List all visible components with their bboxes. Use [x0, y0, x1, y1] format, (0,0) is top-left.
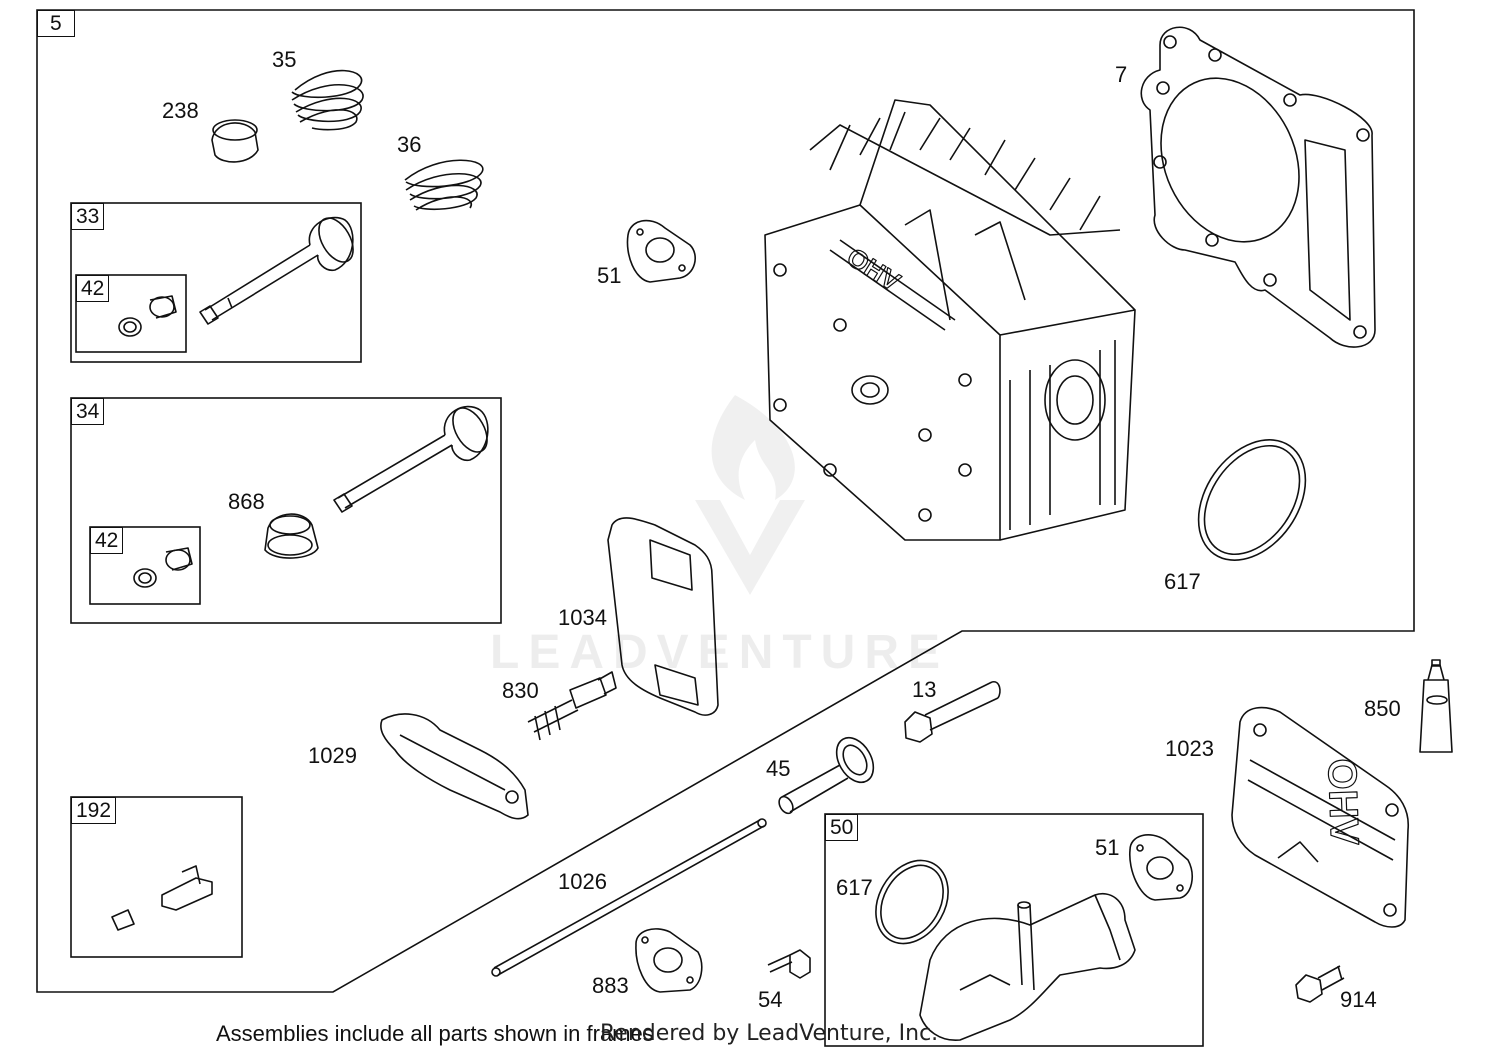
frame-label-42a: 42	[76, 275, 110, 302]
frame-label-50: 50	[825, 814, 859, 841]
frame-label-192: 192	[71, 797, 117, 824]
part-1029-rocker	[380, 713, 529, 820]
part-7-gasket	[1140, 26, 1376, 348]
callout-883: 883	[592, 973, 629, 998]
part-1026-pushrod	[491, 818, 767, 977]
part-35-spring	[291, 69, 364, 131]
callout-13: 13	[912, 677, 937, 702]
callout-850: 850	[1364, 696, 1401, 721]
part-51-gasket-b	[1129, 834, 1193, 901]
callout-51-bottom: 51	[1095, 835, 1120, 860]
part-914-bolt	[1295, 965, 1345, 1003]
part-cylinder-head: OHV	[764, 99, 1136, 541]
callout-7: 7	[1115, 62, 1128, 87]
callout-35: 35	[272, 47, 297, 72]
watermark-text: LEADVENTURE	[490, 626, 950, 679]
rendered-by-credit: Rendered by LeadVenture, Inc.	[600, 1021, 939, 1046]
frame-50	[824, 813, 1204, 1047]
part-850-sealant	[1419, 659, 1453, 753]
part-617-oring-b	[875, 859, 949, 945]
part-868-seal	[264, 513, 319, 559]
callout-830: 830	[502, 678, 539, 703]
callout-54: 54	[758, 987, 783, 1012]
callout-914: 914	[1340, 987, 1377, 1012]
part-1023-cover: OHV	[1231, 706, 1410, 928]
callout-36: 36	[397, 132, 422, 157]
part-34-valve	[333, 405, 489, 513]
frame-42a	[75, 274, 187, 353]
part-617-oring-a	[1197, 439, 1307, 561]
callout-1029: 1029	[308, 743, 357, 768]
assemblies-note: Assemblies include all parts shown in fr…	[216, 1021, 654, 1046]
callout-51-top: 51	[597, 263, 622, 288]
part-13-bolt	[904, 681, 1001, 743]
frame-33	[70, 202, 362, 363]
part-1034-gasket	[607, 517, 719, 716]
callout-617-top: 617	[1164, 569, 1201, 594]
svg-text:OHV: OHV	[1319, 758, 1366, 846]
frame-42b	[89, 526, 201, 605]
part-883-gasket	[635, 928, 703, 993]
callout-1034: 1034	[558, 605, 607, 630]
frame-label-33: 33	[71, 203, 105, 230]
part-238	[211, 119, 259, 163]
part-33-valve	[199, 216, 354, 325]
part-42-keepers-b	[133, 547, 193, 588]
frame-label-42b: 42	[90, 527, 124, 554]
callout-1026: 1026	[558, 869, 607, 894]
callout-45: 45	[766, 756, 791, 781]
part-51-gasket-a	[626, 219, 696, 283]
callout-617-bottom: 617	[836, 875, 873, 900]
part-830-stud	[527, 671, 617, 741]
frame-34	[70, 397, 502, 624]
frame-192	[70, 796, 243, 958]
callout-1023: 1023	[1165, 736, 1214, 761]
part-192-breather	[111, 865, 213, 931]
part-45-tube	[778, 736, 875, 815]
callout-868: 868	[228, 489, 265, 514]
svg-text:OHV: OHV	[842, 242, 906, 298]
frame-label-34: 34	[71, 398, 105, 425]
callout-238: 238	[162, 98, 199, 123]
part-42-keepers-a	[118, 295, 177, 337]
part-50-elbow	[919, 893, 1136, 1041]
part-54-screw	[767, 949, 811, 979]
watermark-logo	[695, 395, 805, 595]
main-frame	[36, 9, 1415, 993]
part-36-spring	[404, 159, 484, 211]
frame-label-5: 5	[37, 10, 75, 37]
